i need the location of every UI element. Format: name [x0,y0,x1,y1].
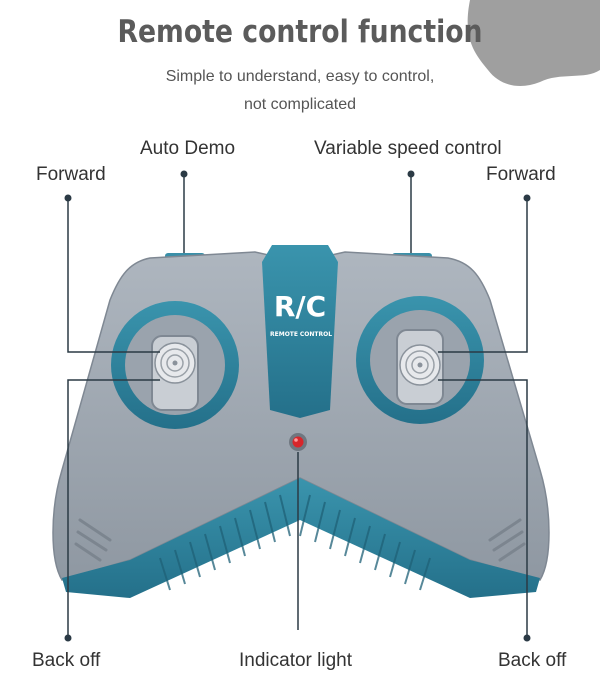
label-auto-demo: Auto Demo [140,138,236,159]
right-joystick[interactable] [356,296,484,424]
label-indicator-light: Indicator light [239,650,353,671]
logo-text: R/C [274,290,326,323]
label-forward-left: Forward [36,164,106,185]
subtitle-line-2: not complicated [243,96,357,113]
page-title: Remote control function [117,14,483,50]
label-back-off-right: Back off [498,650,567,671]
label-back-off-left: Back off [32,650,101,671]
left-joystick[interactable] [111,301,239,429]
label-forward-right: Forward [486,164,556,185]
logo-plate [262,245,338,418]
indicator-light [289,433,307,451]
label-variable-speed: Variable speed control [314,138,502,159]
subtitle-line-1: Simple to understand, easy to control, [165,68,435,85]
bottom-grip [62,478,540,598]
logo-sub-left: REMOTE [270,331,298,338]
logo-sub-right: CONTROL [300,331,332,338]
